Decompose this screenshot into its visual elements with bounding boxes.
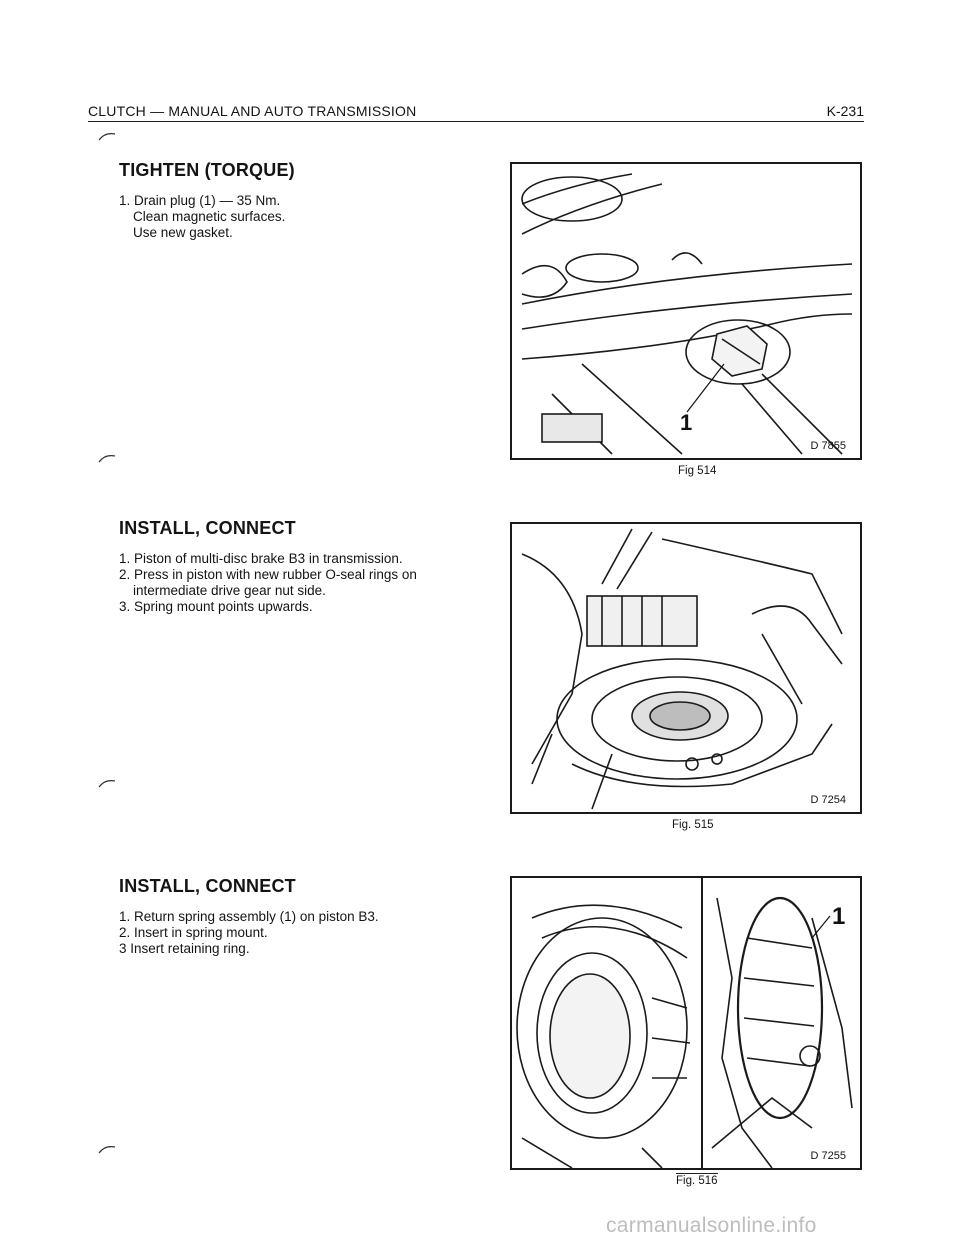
figure-caption: Fig. 516: [676, 1173, 718, 1187]
figure-caption: Fig. 515: [672, 819, 714, 831]
page-header: CLUTCH — MANUAL AND AUTO TRANSMISSION K-…: [88, 103, 864, 122]
list-item: 2. Press in piston with new rubber O-sea…: [119, 567, 417, 598]
list-item: 1. Piston of multi-disc brake B3 in tran…: [119, 551, 403, 566]
section-heading: INSTALL, CONNECT: [119, 876, 296, 896]
list-item: 3. Spring mount points upwards.: [119, 599, 313, 614]
instruction-list: 1. Return spring assembly (1) on piston …: [119, 909, 489, 957]
section-heading: INSTALL, CONNECT: [119, 518, 296, 538]
list-item: 2. Insert in spring mount.: [119, 925, 268, 940]
piston-brake-illustration: [521, 528, 843, 810]
figure-code: D 7855: [810, 440, 846, 452]
figure-caption: Fig 514: [678, 465, 717, 477]
page-number: K-231: [826, 103, 864, 119]
margin-mark-icon: [98, 1146, 116, 1154]
list-item: Clean magnetic surfaces.: [133, 209, 286, 224]
figure-514-drain-plug: 1 D 7855: [510, 162, 862, 460]
section-install-connect-spring: INSTALL, CONNECT 1. Return spring assemb…: [119, 876, 489, 957]
section-install-connect-piston: INSTALL, CONNECT 1. Piston of multi-disc…: [119, 518, 489, 615]
instruction-list: 1. Drain plug (1) — 35 Nm. Clean magneti…: [119, 193, 489, 241]
list-item: Use new gasket.: [133, 225, 233, 240]
figure-code: D 7254: [810, 794, 846, 806]
figure-code: D 7255: [810, 1150, 846, 1162]
margin-mark-icon: [98, 133, 116, 141]
figure-516-return-spring: 1 D 7255: [510, 876, 862, 1170]
list-item: 1. Return spring assembly (1) on piston …: [119, 909, 379, 924]
watermark: carmanualsonline.info: [606, 1214, 817, 1237]
figure-callout: 1: [832, 903, 845, 930]
margin-mark-icon: [98, 780, 116, 788]
drain-plug-illustration: 1: [521, 173, 853, 455]
list-item: 3 Insert retaining ring.: [119, 941, 250, 956]
figure-515-piston-b3: D 7254: [510, 522, 862, 814]
list-item: 1. Drain plug (1) — 35 Nm.: [119, 193, 281, 208]
section-tighten-torque: TIGHTEN (TORQUE) 1. Drain plug (1) — 35 …: [119, 160, 489, 241]
figure-callout: 1: [680, 410, 692, 435]
instruction-list: 1. Piston of multi-disc brake B3 in tran…: [119, 551, 489, 615]
margin-mark-icon: [98, 455, 116, 463]
section-heading: TIGHTEN (TORQUE): [119, 160, 295, 180]
return-spring-illustration: 1: [516, 878, 853, 1168]
header-title: CLUTCH — MANUAL AND AUTO TRANSMISSION: [88, 103, 417, 119]
